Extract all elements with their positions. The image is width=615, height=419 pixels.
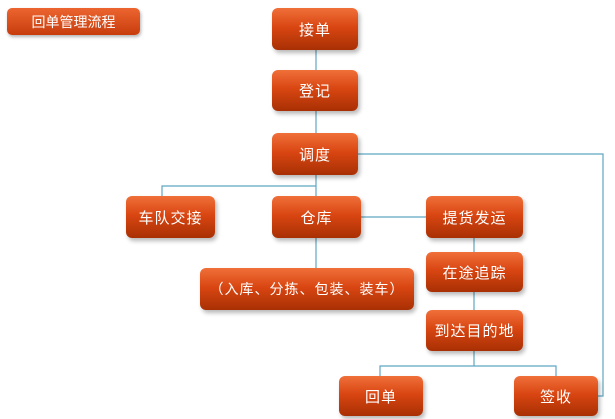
node-tihuofayun: 提货发运 [426,196,523,238]
node-diaodu: 调度 [272,133,358,175]
connector-diaodu-cheduijiaojie [161,185,316,196]
node-cangku: 仓库 [272,196,361,238]
node-zaitu: 在途追踪 [426,252,523,292]
node-qianshou: 签收 [514,376,598,416]
node-cheduijiaojie: 车队交接 [126,196,215,238]
diagram-title: 回单管理流程 [7,8,140,35]
node-daoda: 到达目的地 [426,310,523,351]
connector-split-huidan-qianshou [379,365,557,376]
node-cangku-detail: （入库、分拣、包装、装车） [200,268,414,310]
node-huidan: 回单 [339,376,423,416]
node-jiedan: 接单 [272,8,358,50]
node-dengji: 登记 [272,70,358,111]
connector-diaodu-qianshou [358,153,604,397]
